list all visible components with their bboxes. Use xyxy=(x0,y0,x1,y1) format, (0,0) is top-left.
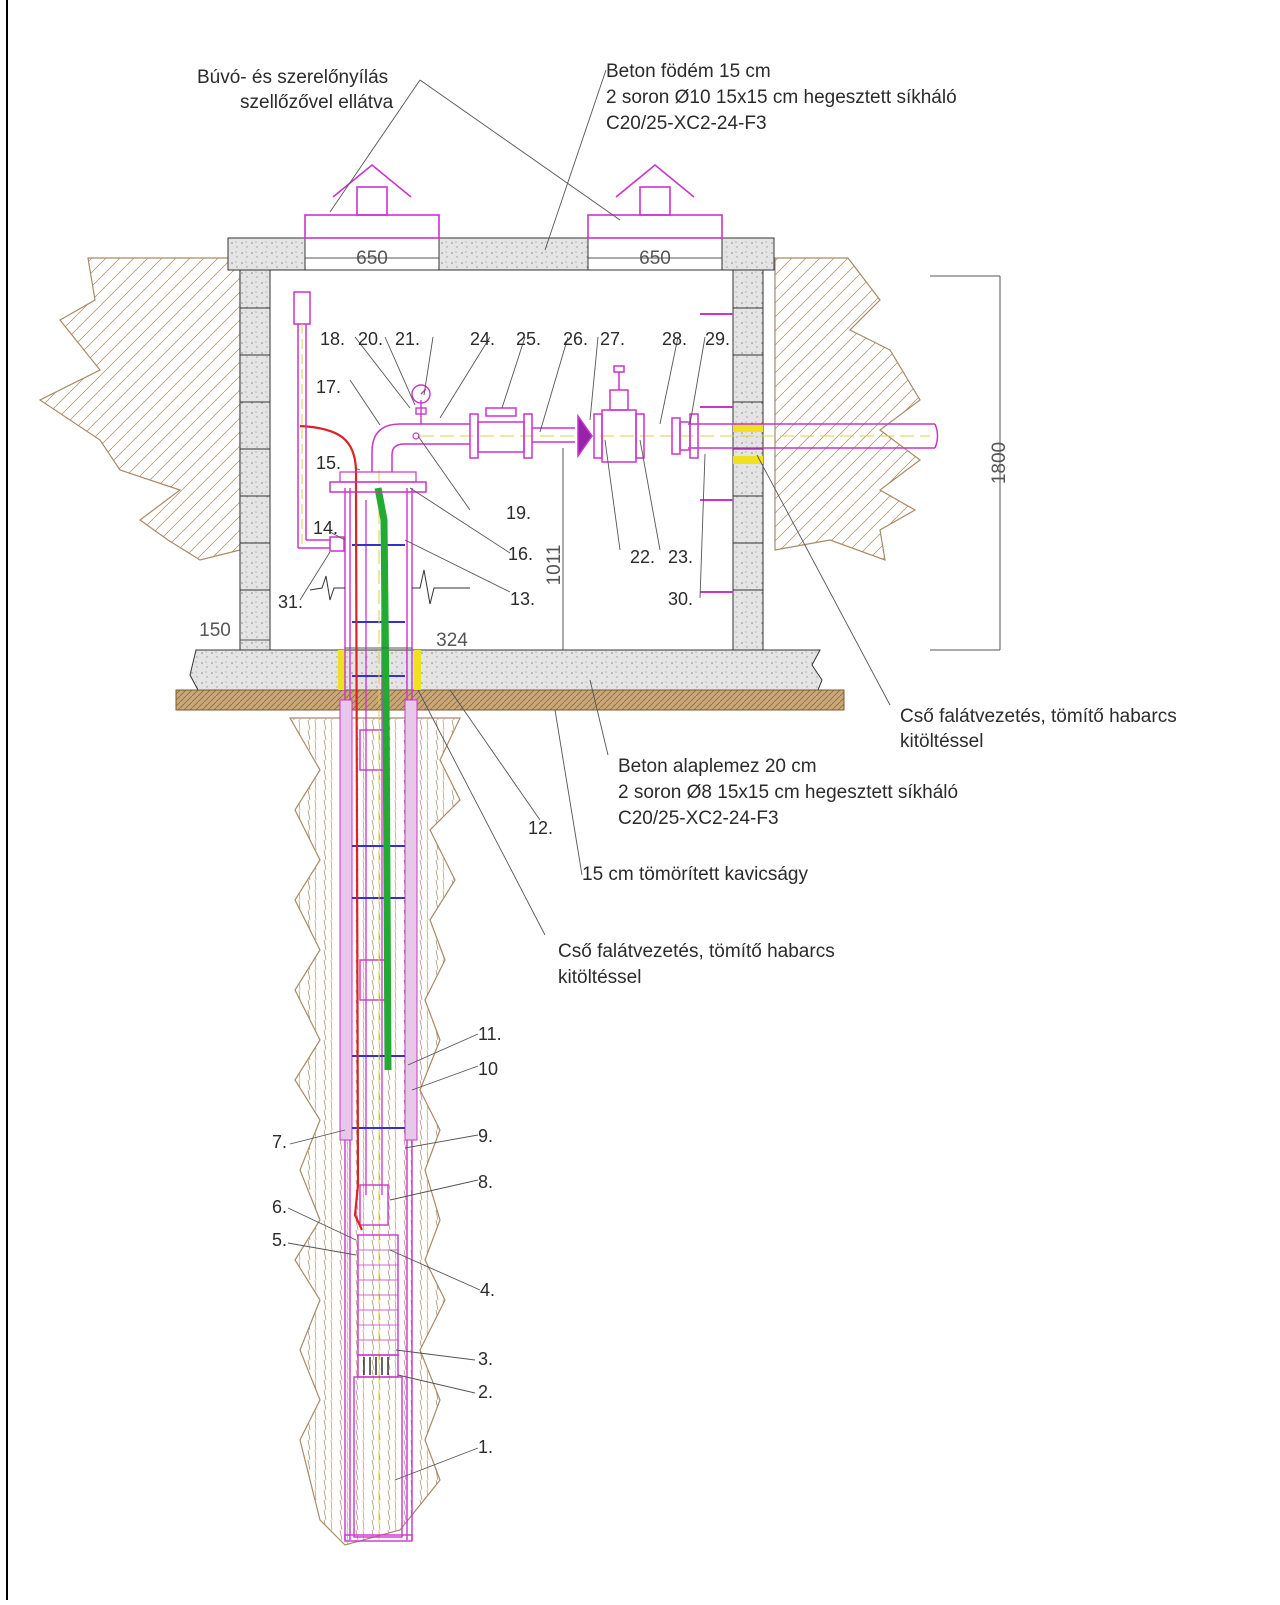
head-plate xyxy=(339,471,417,483)
dim-opening-right: 650 xyxy=(639,248,671,269)
note-roof-line3: C20/25-XC2-24-F3 xyxy=(606,113,767,134)
note-wallpass-floor-line2: kitöltéssel xyxy=(558,967,641,988)
item-numbers: 18. 20. 21. 24. 25. 26. 27. 28. 29. 17. … xyxy=(272,329,730,1457)
vent-right xyxy=(587,163,723,239)
item-14: 14. xyxy=(313,518,338,538)
item-20: 20. xyxy=(358,329,383,349)
safety-rope xyxy=(374,487,392,1071)
item-27: 27. xyxy=(600,329,625,349)
power-cable xyxy=(299,424,363,1231)
dismantling-joint xyxy=(671,413,699,459)
item-21: 21. xyxy=(395,329,420,349)
pressure-pipe xyxy=(420,423,939,449)
item-4: 4. xyxy=(480,1280,495,1300)
ladder-rungs xyxy=(700,313,733,593)
pump-stages xyxy=(358,1249,398,1341)
dim-1800 xyxy=(930,275,1001,651)
item-9: 9. xyxy=(478,1126,493,1146)
item-15: 15. xyxy=(316,453,341,473)
item-11: 11. xyxy=(478,1024,502,1044)
note-wallpass-right-line1: Cső falátvezetés, tömítő habarcs xyxy=(900,706,1177,727)
gravel-bed xyxy=(175,689,845,711)
dim-height: 1800 xyxy=(989,442,1010,484)
soil-right xyxy=(774,257,921,561)
pipe-elbow xyxy=(371,423,420,472)
item-29: 29. xyxy=(705,329,730,349)
wall-left xyxy=(239,269,271,651)
item-1: 1. xyxy=(478,1437,493,1457)
note-base-line2: 2 soron Ø8 15x15 cm hegesztett síkháló xyxy=(618,782,958,803)
item-30: 30. xyxy=(668,589,693,609)
item-16: 16. xyxy=(508,544,533,564)
note-wallpass-floor-line1: Cső falátvezetés, tömítő habarcs xyxy=(558,941,835,962)
leader-lines xyxy=(287,69,891,1481)
base-slab xyxy=(189,649,823,691)
item-22: 22. xyxy=(630,547,655,567)
dim-casing: 324 xyxy=(436,630,468,651)
tap-point xyxy=(412,432,420,440)
item-26: 26. xyxy=(563,329,588,349)
item-7: 7. xyxy=(272,1132,287,1152)
note-gravel: 15 cm tömörített kavicságy xyxy=(582,864,808,885)
water-level-mark xyxy=(309,569,470,605)
item-23: 23. xyxy=(668,547,693,567)
item-12: 12. xyxy=(528,818,553,838)
wall-seal-right xyxy=(733,424,763,432)
item-31: 31. xyxy=(278,592,303,612)
item-6: 6. xyxy=(272,1197,287,1217)
wall-right xyxy=(732,269,764,651)
note-wallpass-right-line2: kitöltéssel xyxy=(900,731,983,752)
casing-bottom xyxy=(344,1534,413,1542)
item-2: 2. xyxy=(478,1382,493,1402)
dim-opening-left: 650 xyxy=(356,248,388,269)
floor-seal-left xyxy=(338,650,345,690)
check-valve xyxy=(469,407,533,459)
item-18: 18. xyxy=(320,329,345,349)
note-roof-line2: 2 soron Ø10 15x15 cm hegesztett síkháló xyxy=(606,87,957,108)
grout-annulus-left xyxy=(339,699,353,1141)
roof-opening-left xyxy=(304,237,440,271)
item-17: 17. xyxy=(316,377,341,397)
dim-depth: 1011 xyxy=(544,545,565,586)
note-manhole-line2: szellőzővel ellátva xyxy=(240,92,394,113)
soil-left xyxy=(38,257,241,561)
gate-valve xyxy=(577,365,645,463)
floor-seal-right xyxy=(414,650,421,690)
item-25: 25. xyxy=(516,329,541,349)
item-24: 24. xyxy=(470,329,495,349)
item-19: 19. xyxy=(506,503,531,523)
item-8: 8. xyxy=(478,1172,493,1192)
note-base-line1: Beton alaplemez 20 cm xyxy=(618,756,817,777)
item-10: 10 xyxy=(478,1059,498,1079)
item-28: 28. xyxy=(662,329,687,349)
vent-left xyxy=(304,163,440,239)
item-5: 5. xyxy=(272,1230,287,1250)
dim-wall: 150 xyxy=(199,620,231,641)
note-roof-line1: Beton födém 15 cm xyxy=(606,61,771,82)
item-13: 13. xyxy=(510,589,535,609)
grout-annulus-right xyxy=(404,699,418,1141)
pump-intake xyxy=(363,1357,389,1375)
soil-borehole xyxy=(288,717,461,1546)
note-manhole-line1: Búvó- és szerelőnyílás xyxy=(197,67,388,88)
note-base-line3: C20/25-XC2-24-F3 xyxy=(618,808,779,829)
item-3: 3. xyxy=(478,1349,493,1369)
